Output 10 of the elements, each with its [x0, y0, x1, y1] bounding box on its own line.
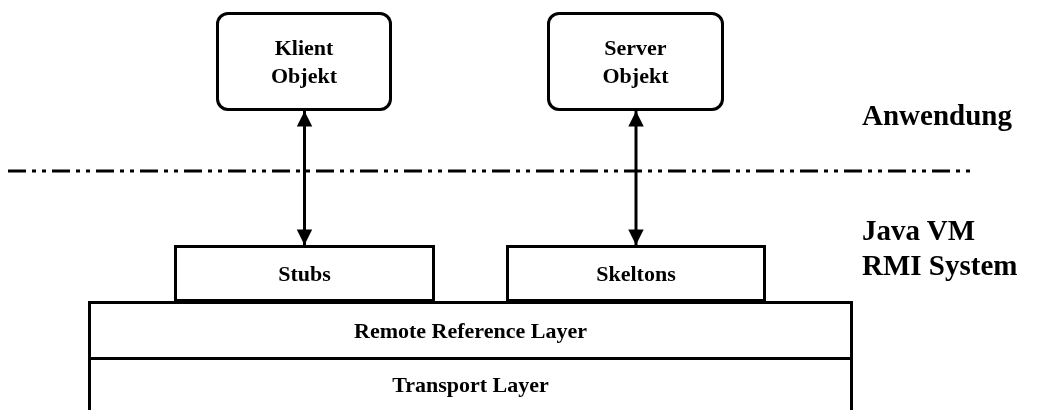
- object-box: Klient Objekt: [216, 12, 392, 111]
- layer-box: Transport Layer: [88, 357, 853, 410]
- layer-box: Stubs: [174, 245, 435, 302]
- object-box: Server Objekt: [547, 12, 724, 111]
- layer-label: Anwendung: [862, 98, 1013, 133]
- layer-label: Java VM RMI System: [862, 213, 1019, 283]
- double-arrow: [296, 111, 313, 245]
- layer-box: Remote Reference Layer: [88, 301, 853, 360]
- double-arrow: [628, 111, 644, 245]
- layer-box: Skeltons: [506, 245, 766, 302]
